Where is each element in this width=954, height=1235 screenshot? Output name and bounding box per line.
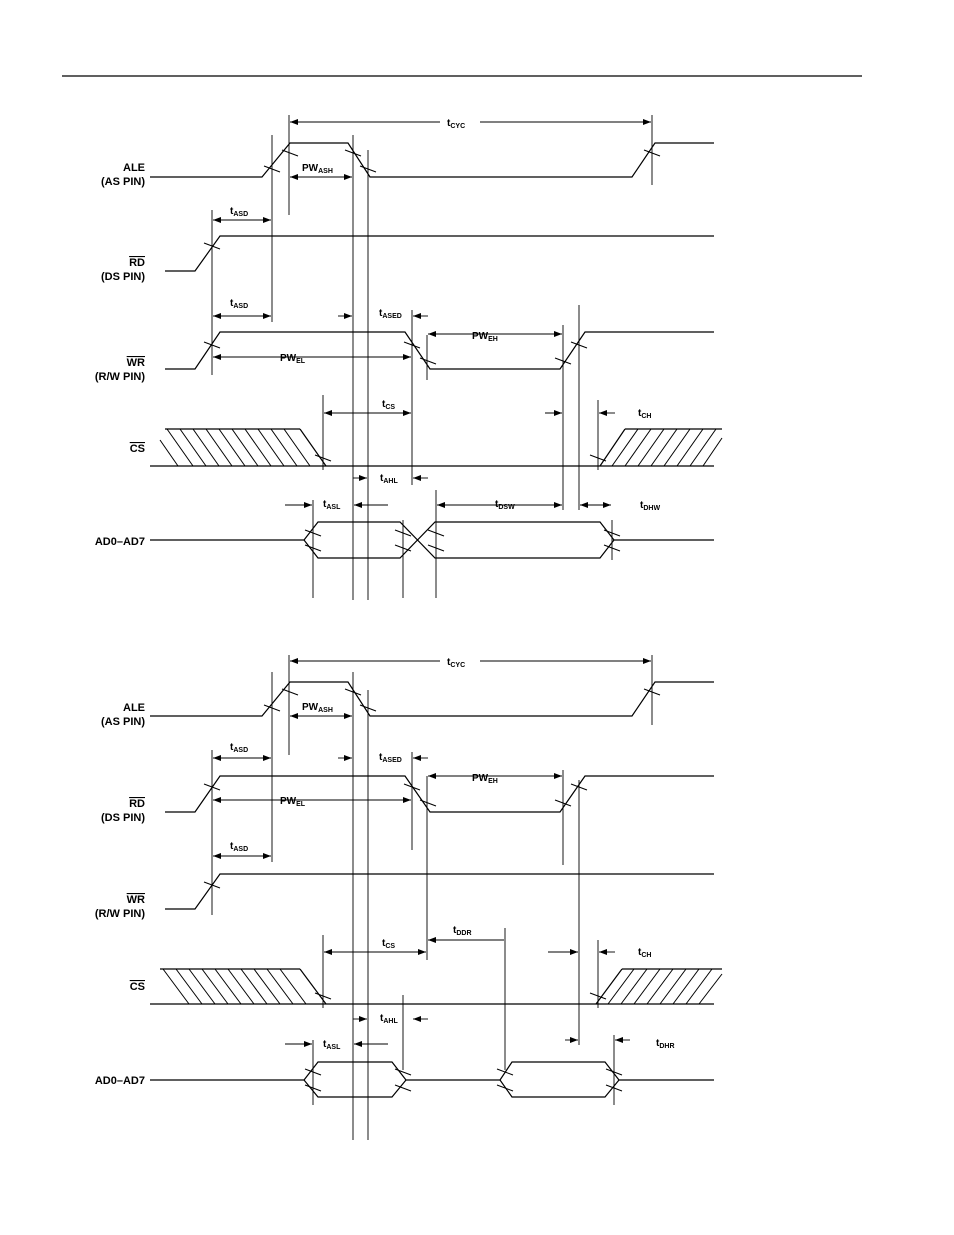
rd-pin-label-2: (DS PIN) (101, 812, 145, 824)
cs-label-2: CS (130, 981, 145, 993)
tcs-label-1: tCS (382, 399, 395, 411)
write-cycle-diagram: ALE (AS PIN) RD (DS PIN) WR (R/W PIN) CS… (95, 115, 722, 600)
tahl-label-2: tAHL (380, 1013, 398, 1025)
tdhr-label-2: tDHR (656, 1038, 675, 1050)
ale-label-1: ALE (123, 162, 145, 174)
tcyc-label-2: tCYC (447, 657, 465, 669)
tased-label-2: tASED (379, 752, 402, 764)
pwash-label-1: PWASH (302, 163, 333, 175)
timing-arrows-1 (213, 122, 651, 505)
cs-waveform-1 (150, 429, 722, 466)
tasd-label-wr-1: tASD (230, 298, 248, 310)
tddr-label-2: tDDR (453, 925, 472, 937)
cs-hatch-right-2 (608, 969, 722, 1004)
rd-waveform-2 (165, 776, 714, 812)
wr-pin-label-1: (R/W PIN) (95, 371, 145, 383)
pwash-label-2: PWASH (302, 702, 333, 714)
ale-waveform-2 (150, 682, 714, 716)
ad-bus-waveform-1 (150, 522, 714, 558)
rd-label-2: RD (129, 798, 145, 810)
wr-waveform-2 (165, 874, 714, 909)
ad-bus-waveform-2 (150, 1062, 714, 1097)
tahl-label-1: tAHL (380, 473, 398, 485)
pweh-label-2: PWEH (472, 773, 498, 785)
tasl-label-2: tASL (323, 1039, 341, 1051)
reference-lines-1 (212, 115, 652, 600)
tased-label-1: tASED (379, 308, 402, 320)
rd-pin-label-1: (DS PIN) (101, 271, 145, 283)
wr-pin-label-2: (R/W PIN) (95, 908, 145, 920)
wr-label-1: WR (127, 357, 145, 369)
pwel-label-2: PWEL (280, 796, 306, 808)
cs-hatch-right-1 (612, 429, 722, 466)
ad-label-2: AD0–AD7 (95, 1075, 145, 1087)
rd-label-1: RD (129, 257, 145, 269)
cs-hatch-left-2 (163, 969, 306, 1004)
reference-lines-2 (212, 655, 652, 1140)
timing-arrows-2 (213, 661, 651, 1044)
ale-waveform-1 (150, 143, 714, 177)
wr-label-2: WR (127, 894, 145, 906)
ale-pin-label-1: (AS PIN) (101, 176, 145, 188)
tasd-label-rd-1: tASD (230, 206, 248, 218)
tcs-label-2: tCS (382, 938, 395, 950)
tdhw-label-1: tDHW (640, 500, 660, 512)
ale-pin-label-2: (AS PIN) (101, 716, 145, 728)
cs-hatch-left-1 (160, 429, 310, 466)
tdsw-label-1: tDSW (495, 499, 515, 511)
rd-waveform-1 (165, 236, 714, 271)
tcyc-label-1: tCYC (447, 118, 465, 130)
tch-label-1: tCH (638, 408, 651, 420)
pweh-label-1: PWEH (472, 331, 498, 343)
ad-label-1: AD0–AD7 (95, 536, 145, 548)
pwel-label-1: PWEL (280, 353, 306, 365)
read-cycle-diagram: ALE (AS PIN) RD (DS PIN) WR (R/W PIN) CS… (95, 655, 722, 1140)
tasd-label-wr-2: tASD (230, 841, 248, 853)
tasd-label-rd-2: tASD (230, 742, 248, 754)
tch-label-2: tCH (638, 947, 651, 959)
tasl-label-1: tASL (323, 499, 341, 511)
cs-label-1: CS (130, 443, 145, 455)
ale-label-2: ALE (123, 702, 145, 714)
cs-waveform-2 (150, 969, 722, 1004)
wr-waveform-1 (165, 332, 714, 369)
